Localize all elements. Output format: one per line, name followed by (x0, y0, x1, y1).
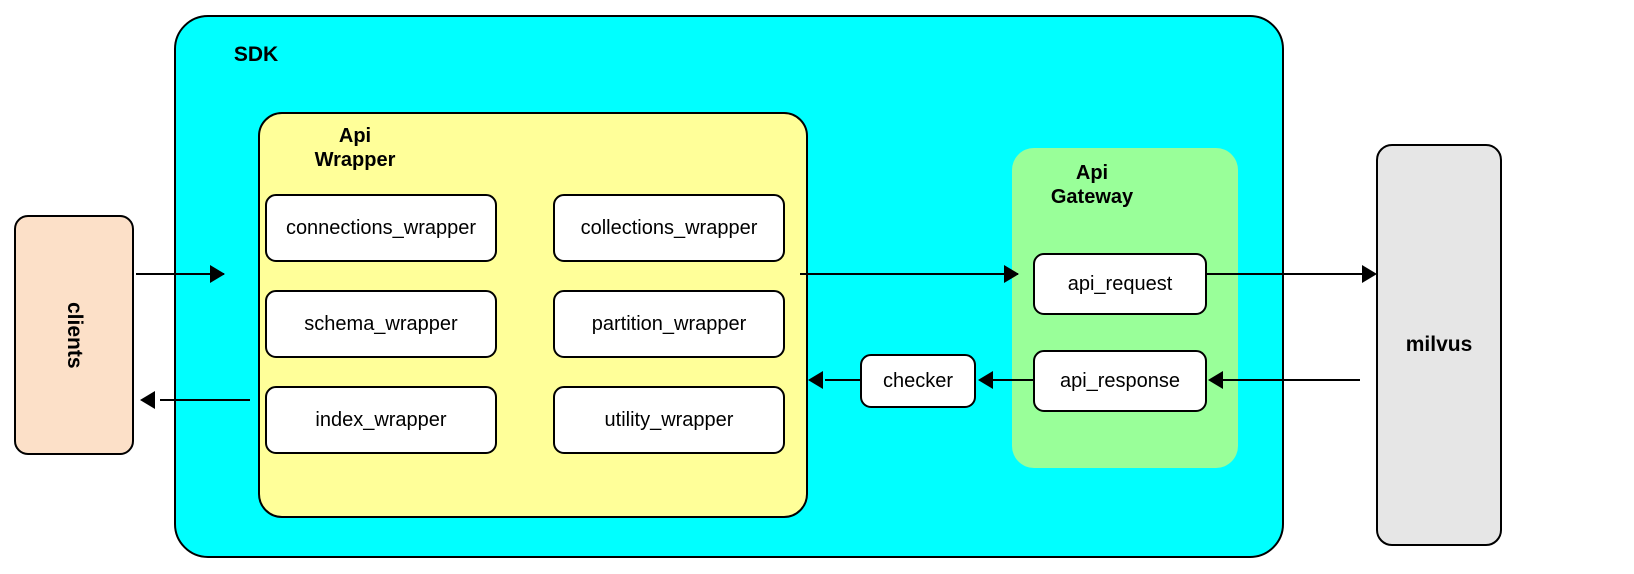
edge-api-wrapper-to-clients (160, 399, 250, 401)
node-connections-wrapper[interactable]: connections_wrapper (265, 194, 497, 262)
node-index-wrapper-label: index_wrapper (315, 409, 447, 431)
group-sdk-label: SDK (233, 43, 279, 66)
node-clients-label: clients (63, 301, 86, 369)
edge-api-response-to-checker-arrowhead (978, 371, 993, 389)
edge-api-wrapper-to-api-request (800, 273, 1018, 275)
node-partition-wrapper[interactable]: partition_wrapper (553, 290, 785, 358)
node-partition-wrapper-label: partition_wrapper (591, 313, 747, 335)
node-collections-wrapper[interactable]: collections_wrapper (553, 194, 785, 262)
node-milvus-label: milvus (1405, 333, 1473, 356)
group-api-gateway-label-line2: Gateway (1050, 186, 1134, 208)
edge-api-request-to-milvus-arrowhead (1362, 265, 1377, 283)
node-clients[interactable]: clients (14, 215, 134, 455)
group-api-wrapper-label: Api Wrapper (260, 124, 450, 172)
group-api-gateway-label: Api Gateway (1012, 161, 1172, 209)
node-utility-wrapper-label: utility_wrapper (604, 409, 734, 431)
group-api-wrapper-label-line1: Api (338, 125, 372, 147)
edge-clients-to-api-wrapper (136, 273, 224, 275)
node-api-request-label: api_request (1067, 273, 1173, 295)
node-collections-wrapper-label: collections_wrapper (580, 217, 758, 239)
edge-checker-to-api-wrapper (825, 379, 861, 381)
group-api-gateway-label-line1: Api (1075, 162, 1109, 184)
edge-milvus-to-api-response-arrowhead (1208, 371, 1223, 389)
edge-clients-to-api-wrapper-arrowhead (210, 265, 225, 283)
edge-api-wrapper-to-clients-arrowhead (140, 391, 155, 409)
group-api-wrapper-label-line2: Wrapper (314, 149, 396, 171)
node-api-request[interactable]: api_request (1033, 253, 1207, 315)
node-schema-wrapper-label: schema_wrapper (304, 313, 458, 335)
node-connections-wrapper-label: connections_wrapper (285, 217, 477, 239)
edge-checker-to-api-wrapper-arrowhead (808, 371, 823, 389)
node-utility-wrapper[interactable]: utility_wrapper (553, 386, 785, 454)
node-index-wrapper[interactable]: index_wrapper (265, 386, 497, 454)
node-milvus[interactable]: milvus (1376, 144, 1502, 546)
edge-api-response-to-checker (988, 379, 1034, 381)
node-schema-wrapper[interactable]: schema_wrapper (265, 290, 497, 358)
edge-milvus-to-api-response (1216, 379, 1360, 381)
node-checker-label: checker (882, 370, 954, 392)
edge-api-wrapper-to-api-request-arrowhead (1004, 265, 1019, 283)
node-api-response[interactable]: api_response (1033, 350, 1207, 412)
node-checker[interactable]: checker (860, 354, 976, 408)
edge-api-request-to-milvus (1206, 273, 1366, 275)
node-api-response-label: api_response (1059, 370, 1181, 392)
